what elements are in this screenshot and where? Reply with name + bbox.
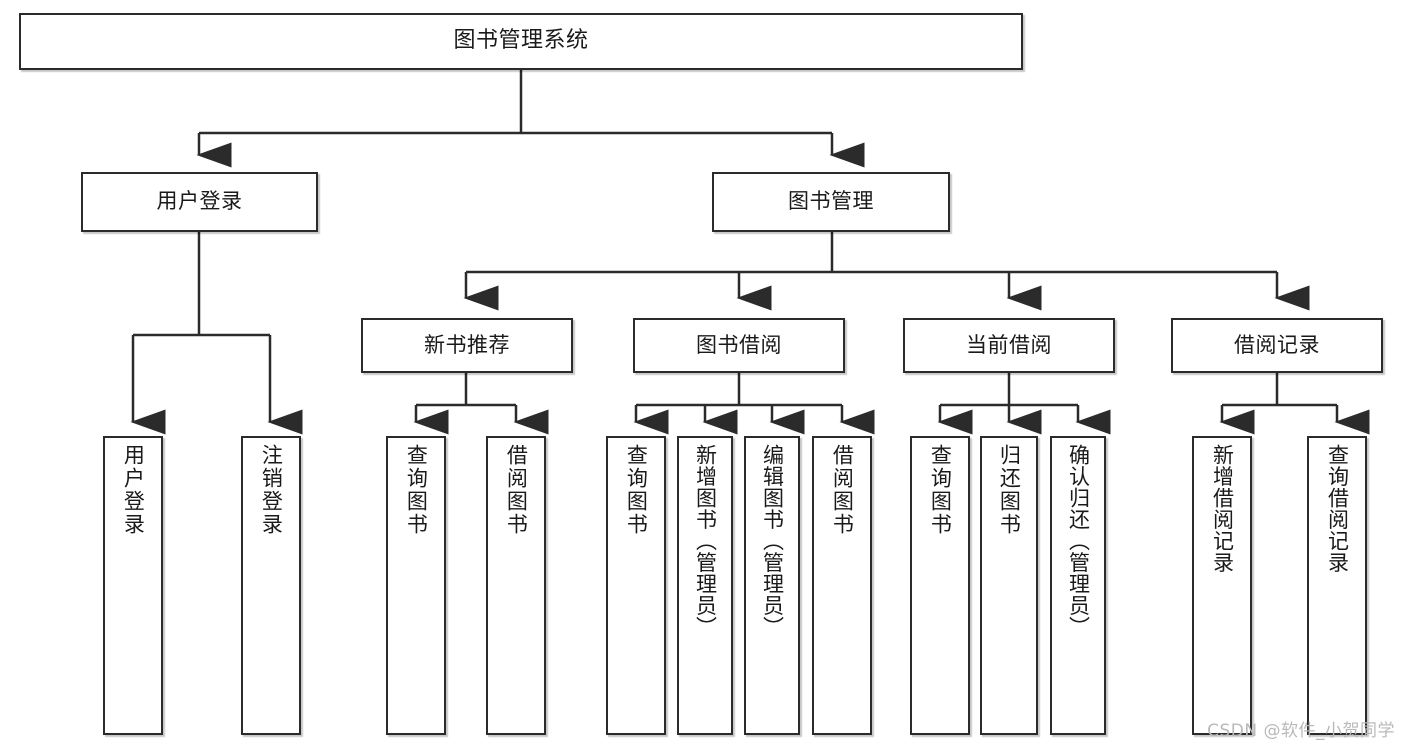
node-borrow-record-label: 借阅记录 bbox=[1234, 332, 1320, 357]
node-leaf-query-book-2[interactable]: 查询图书 bbox=[606, 436, 666, 735]
node-leaf-query-book-1[interactable]: 查询图书 bbox=[386, 436, 446, 735]
node-user-login[interactable]: 用户登录 bbox=[81, 172, 318, 232]
node-new-book-recommend-label: 新书推荐 bbox=[424, 332, 510, 357]
node-leaf-borrow-book-2[interactable]: 借阅图书 bbox=[812, 436, 872, 735]
node-leaf-borrow-book-2-label: 借阅图书 bbox=[830, 444, 855, 536]
node-leaf-borrow-book-1[interactable]: 借阅图书 bbox=[486, 436, 546, 735]
node-leaf-user-login[interactable]: 用户登录 bbox=[103, 436, 163, 735]
node-leaf-borrow-book-1-label: 借阅图书 bbox=[504, 444, 529, 536]
node-current-borrow-label: 当前借阅 bbox=[966, 332, 1052, 357]
node-leaf-query-book-1-label: 查询图书 bbox=[404, 444, 429, 536]
node-leaf-return-book-label: 归还图书 bbox=[997, 444, 1022, 536]
node-root[interactable]: 图书管理系统 bbox=[19, 13, 1023, 70]
node-leaf-logout-login[interactable]: 注销登录 bbox=[241, 436, 301, 735]
node-book-borrow-label: 图书借阅 bbox=[696, 332, 782, 357]
node-new-book-recommend[interactable]: 新书推荐 bbox=[361, 318, 573, 373]
node-leaf-query-book-2-label: 查询图书 bbox=[624, 444, 649, 536]
node-leaf-confirm-return-label: 确认归还（管理员） bbox=[1066, 444, 1091, 638]
node-leaf-query-record[interactable]: 查询借阅记录 bbox=[1307, 436, 1367, 735]
node-leaf-query-record-label: 查询借阅记录 bbox=[1325, 444, 1350, 573]
node-leaf-add-record-label: 新增借阅记录 bbox=[1210, 444, 1235, 573]
node-leaf-return-book[interactable]: 归还图书 bbox=[980, 436, 1038, 735]
node-leaf-edit-book[interactable]: 编辑图书（管理员） bbox=[744, 436, 800, 735]
node-leaf-query-book-3[interactable]: 查询图书 bbox=[910, 436, 970, 735]
node-leaf-confirm-return[interactable]: 确认归还（管理员） bbox=[1050, 436, 1106, 735]
node-leaf-add-book-label: 新增图书（管理员） bbox=[693, 444, 718, 638]
node-leaf-edit-book-label: 编辑图书（管理员） bbox=[760, 444, 785, 638]
node-root-label: 图书管理系统 bbox=[453, 28, 589, 54]
node-book-management[interactable]: 图书管理 bbox=[712, 172, 950, 232]
node-current-borrow[interactable]: 当前借阅 bbox=[903, 318, 1115, 373]
node-leaf-user-login-label: 用户登录 bbox=[121, 444, 146, 536]
node-leaf-add-record[interactable]: 新增借阅记录 bbox=[1192, 436, 1252, 735]
node-leaf-logout-login-label: 注销登录 bbox=[259, 444, 284, 536]
node-book-borrow[interactable]: 图书借阅 bbox=[633, 318, 845, 373]
watermark: CSDN @软件_小贺同学 bbox=[1207, 721, 1395, 741]
node-leaf-query-book-3-label: 查询图书 bbox=[928, 444, 953, 536]
node-user-login-label: 用户登录 bbox=[156, 189, 243, 214]
node-borrow-record[interactable]: 借阅记录 bbox=[1171, 318, 1383, 373]
node-book-management-label: 图书管理 bbox=[788, 189, 874, 214]
node-leaf-add-book[interactable]: 新增图书（管理员） bbox=[677, 436, 733, 735]
